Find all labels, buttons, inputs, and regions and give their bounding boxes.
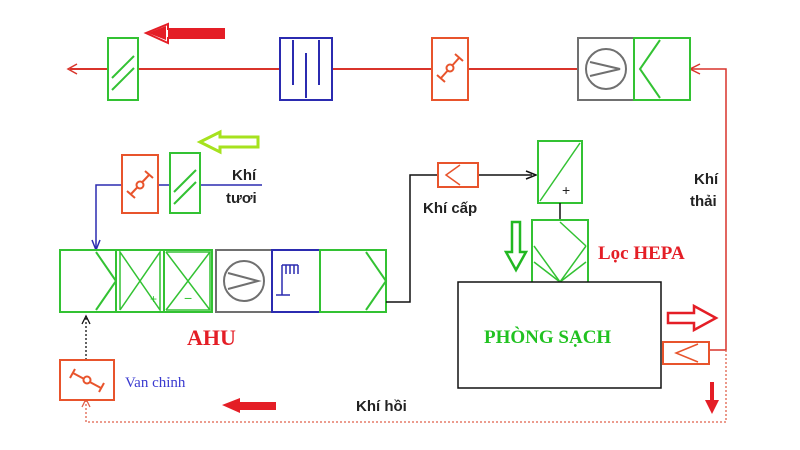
supply-damper-icon xyxy=(437,162,479,188)
fresh-air-label-line2: tươi xyxy=(226,190,257,207)
ahu-prefilter-icon xyxy=(115,249,165,313)
ahu-unit: + − xyxy=(59,249,388,313)
clean-room-box xyxy=(457,281,662,389)
silencer-icon xyxy=(279,37,333,101)
exhaust-label-line1: Khí xyxy=(694,171,719,188)
exhaust-fan-transition-icon xyxy=(633,37,691,101)
clean-room-label: PHÒNG SẠCH xyxy=(484,326,611,348)
svg-text:+: + xyxy=(562,182,570,198)
exhaust-line xyxy=(66,63,727,351)
fresh-air-filter-icon xyxy=(169,152,201,214)
svg-text:+: + xyxy=(150,292,157,306)
balancing-damper-label: Van chỉnh xyxy=(125,375,186,391)
svg-text:−: − xyxy=(184,290,192,306)
return-air-label: Khí hồi xyxy=(356,398,407,415)
ahu-outlet-icon xyxy=(319,249,388,313)
ahu-label: AHU xyxy=(187,325,236,350)
exhaust-out-arrow-icon xyxy=(143,22,225,45)
room-exhaust-grille-icon xyxy=(662,341,710,365)
supply-in-arrow-icon xyxy=(503,220,529,273)
supply-air-label: Khí cấp xyxy=(423,200,477,217)
fresh-air-line xyxy=(91,184,262,253)
exhaust-fan-icon xyxy=(577,37,635,101)
return-down-arrow-icon xyxy=(705,382,719,414)
hepa-filter-icon xyxy=(531,219,589,285)
humidifier-icon xyxy=(271,249,321,313)
balancing-damper-icon xyxy=(59,359,115,401)
fresh-air-damper-icon xyxy=(121,154,159,214)
exhaust-damper-icon xyxy=(431,37,469,101)
fresh-air-label-line1: Khí xyxy=(232,167,257,184)
ahu-fan-icon xyxy=(215,249,273,313)
fresh-air-in-arrow-icon xyxy=(196,129,260,155)
room-exhaust-arrow-icon xyxy=(666,303,719,333)
exhaust-label-line2: thải xyxy=(690,193,717,210)
supply-air-line xyxy=(386,170,539,303)
hepa-filter-label: Lọc HEPA xyxy=(598,243,685,264)
return-left-arrow-icon xyxy=(222,398,276,413)
exhaust-filter-icon xyxy=(107,37,139,101)
ahu-mixing-section xyxy=(59,249,117,313)
reheat-coil-icon: + xyxy=(537,140,583,204)
